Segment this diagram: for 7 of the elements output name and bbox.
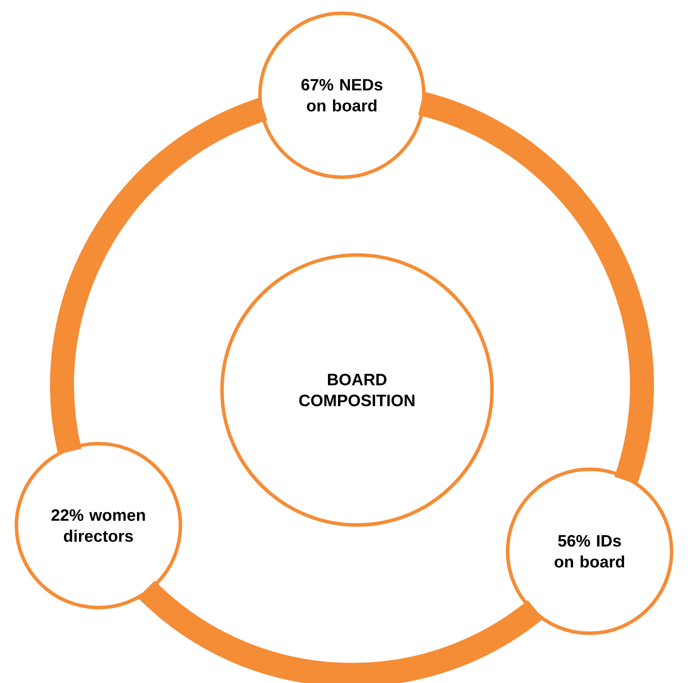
circle-node: BOARD COMPOSITION (220, 253, 494, 527)
circle-node: 56% IDs on board (506, 468, 674, 636)
ring-segment (50, 98, 268, 454)
circle-node: 67% NEDs on board (258, 11, 426, 179)
circle-node: 22% women directors (14, 442, 182, 610)
ring-segment (138, 580, 542, 683)
ring-segment (418, 92, 654, 484)
